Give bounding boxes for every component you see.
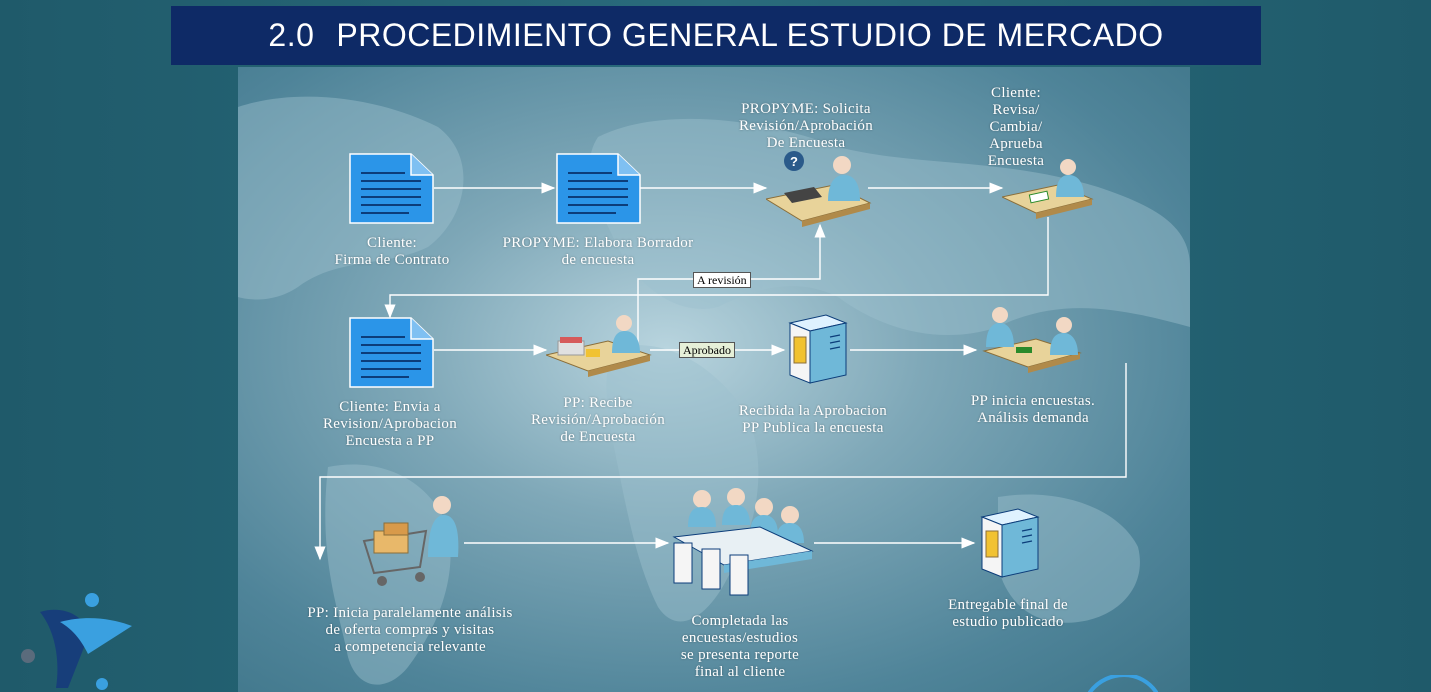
server-icon <box>788 314 848 384</box>
step-label-client-contract: Cliente:Firma de Contrato <box>334 235 450 268</box>
shopping-cart-icon <box>362 496 459 586</box>
arrow-s4-s5 <box>384 217 1049 319</box>
page-title: 2.0 PROCEDIMIENTO GENERAL ESTUDIO DE MER… <box>171 6 1261 65</box>
meeting-table-icon <box>672 488 814 596</box>
step-label-start-surveys: PP inicia encuestas.Análisis demanda <box>970 393 1096 426</box>
title-text: PROCEDIMIENTO GENERAL ESTUDIO DE MERCADO <box>336 17 1164 53</box>
company-logo <box>21 593 132 690</box>
globe-icon <box>1088 675 1158 692</box>
document-icon <box>349 153 434 224</box>
server-icon <box>980 508 1040 578</box>
title-number: 2.0 <box>268 17 315 53</box>
meeting-persons-icon <box>982 307 1082 373</box>
arrow-s8-s9 <box>314 363 1127 561</box>
document-icon <box>556 153 641 224</box>
svg-text:?: ? <box>790 154 798 169</box>
person-reviewing-papers-icon <box>546 315 652 377</box>
edge-label-review: A revisión <box>693 272 751 288</box>
flow-diagram: ? <box>238 67 1190 692</box>
person-question-desk-icon: ? <box>766 151 872 227</box>
document-icon <box>349 317 434 388</box>
person-at-desk-icon <box>1002 159 1094 219</box>
edge-label-approved: Aprobado <box>679 342 735 358</box>
